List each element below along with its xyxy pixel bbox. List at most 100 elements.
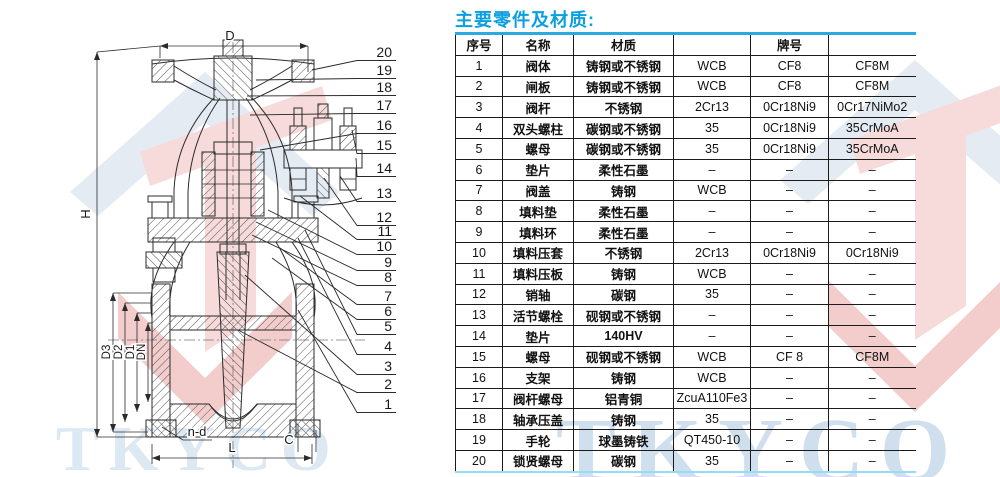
part-number-label: 18 <box>376 79 392 95</box>
table-cell: – <box>750 283 829 306</box>
table-cell: – <box>750 262 829 285</box>
part-number-label: 5 <box>384 318 392 334</box>
table-cell: 双头螺柱 <box>502 117 574 139</box>
table-cell: 6 <box>455 158 503 181</box>
part-number-label: 20 <box>376 44 392 60</box>
table-cell: 活节螺栓 <box>502 304 574 327</box>
table-cell: 支架 <box>502 366 574 389</box>
table-cell: – <box>828 429 916 451</box>
table-cell: 填料压板 <box>502 262 574 285</box>
table-cell: 手轮 <box>502 429 574 451</box>
table-cell: 垫片 <box>502 325 574 347</box>
table-cell: 铸钢 <box>573 366 674 389</box>
dimensions: D H D3 D2 D1 DN n-d <box>77 27 317 464</box>
table-cell: 18 <box>455 408 503 431</box>
table-cell: – <box>673 304 751 327</box>
table-cell: – <box>750 449 829 472</box>
table-cell: – <box>750 200 829 223</box>
part-number-label: 15 <box>376 137 392 153</box>
part-number-label: 12 <box>376 209 392 225</box>
table-cell: – <box>673 221 751 243</box>
part-number-label: 2 <box>384 376 392 392</box>
table-cell: 柔性石墨 <box>573 221 674 243</box>
table-cell: – <box>673 325 751 347</box>
table-cell: 柔性石墨 <box>573 200 674 223</box>
table-cell: – <box>828 387 916 410</box>
table-cell: CF8M <box>828 54 916 77</box>
table-cell: 0Cr18Ni9 <box>750 241 829 264</box>
table-cell: 0Cr18Ni9 <box>750 137 829 160</box>
part-number-20: 20 <box>311 44 396 71</box>
part-number-19: 19 <box>255 62 396 81</box>
table-cell: 销轴 <box>502 283 574 306</box>
part-number-17: 17 <box>249 97 396 116</box>
part-number-1: 1 <box>297 309 396 413</box>
table-cell: 7 <box>455 179 503 202</box>
part-number-label: 9 <box>384 254 392 270</box>
column-header: 牌号 <box>750 33 829 56</box>
table-cell: 螺母 <box>502 345 574 368</box>
table-cell: – <box>673 158 751 181</box>
table-cell: 1 <box>455 54 503 77</box>
table-cell: – <box>750 179 829 202</box>
table-cell: 柔性石墨 <box>573 158 674 181</box>
part-number-14: 14 <box>355 157 396 177</box>
table-cell: 17 <box>455 387 503 410</box>
table-cell: ZcuA110Fe3 <box>673 387 751 410</box>
hub <box>213 55 253 101</box>
table-cell: – <box>750 429 829 451</box>
table-cell: 碳钢或不锈钢 <box>573 117 674 139</box>
table-cell: 14 <box>455 325 503 347</box>
table-cell: 2Cr13 <box>673 96 751 119</box>
table-cell: – <box>828 366 916 389</box>
table-cell: 阀杆螺母 <box>502 387 574 410</box>
table-cell: 20 <box>455 449 503 472</box>
table-cell: 砚钢或不锈钢 <box>573 345 674 368</box>
part-number-12: 12 <box>323 177 396 226</box>
dim-label-dn: DN <box>136 344 148 361</box>
table-cell: WCB <box>673 54 751 77</box>
table-cell: – <box>828 200 916 223</box>
part-number-10: 10 <box>267 209 396 255</box>
column-header: 名称 <box>502 33 574 56</box>
part-number-16: 16 <box>259 117 396 151</box>
part-number-label: 8 <box>384 269 392 285</box>
table-cell: 锁贤螺母 <box>502 449 574 472</box>
table-cell: – <box>750 325 829 347</box>
part-number-label: 11 <box>377 223 392 239</box>
table-cell: 8 <box>455 200 503 223</box>
table-cell: CF 8 <box>750 345 829 368</box>
part-number-label: 4 <box>384 338 392 354</box>
table-cell: 16 <box>455 366 503 389</box>
table-cell: 碳钢或不锈钢 <box>573 137 674 160</box>
table-cell: 填料垫 <box>502 200 574 223</box>
gland-detail <box>283 103 363 206</box>
table-cell: 垫片 <box>502 158 574 181</box>
table-cell: – <box>828 158 916 181</box>
table-cell: 35 <box>673 117 751 139</box>
part-number-label: 7 <box>384 288 392 304</box>
table-cell: 11 <box>455 262 503 285</box>
table-cell: 不锈钢 <box>573 96 674 119</box>
table-cell: 140HV <box>573 325 674 347</box>
table-cell: – <box>828 179 916 202</box>
table-cell: 3 <box>455 96 503 119</box>
table-cell: 2 <box>455 75 503 98</box>
table-cell: 35 <box>673 408 751 431</box>
table-cell: – <box>750 408 829 431</box>
table-cell: WCB <box>673 345 751 368</box>
part-number-label: 1 <box>384 396 392 412</box>
column-header <box>828 33 916 56</box>
table-cell: 0Cr17NiMo2 <box>828 96 916 119</box>
table-cell: – <box>750 158 829 181</box>
